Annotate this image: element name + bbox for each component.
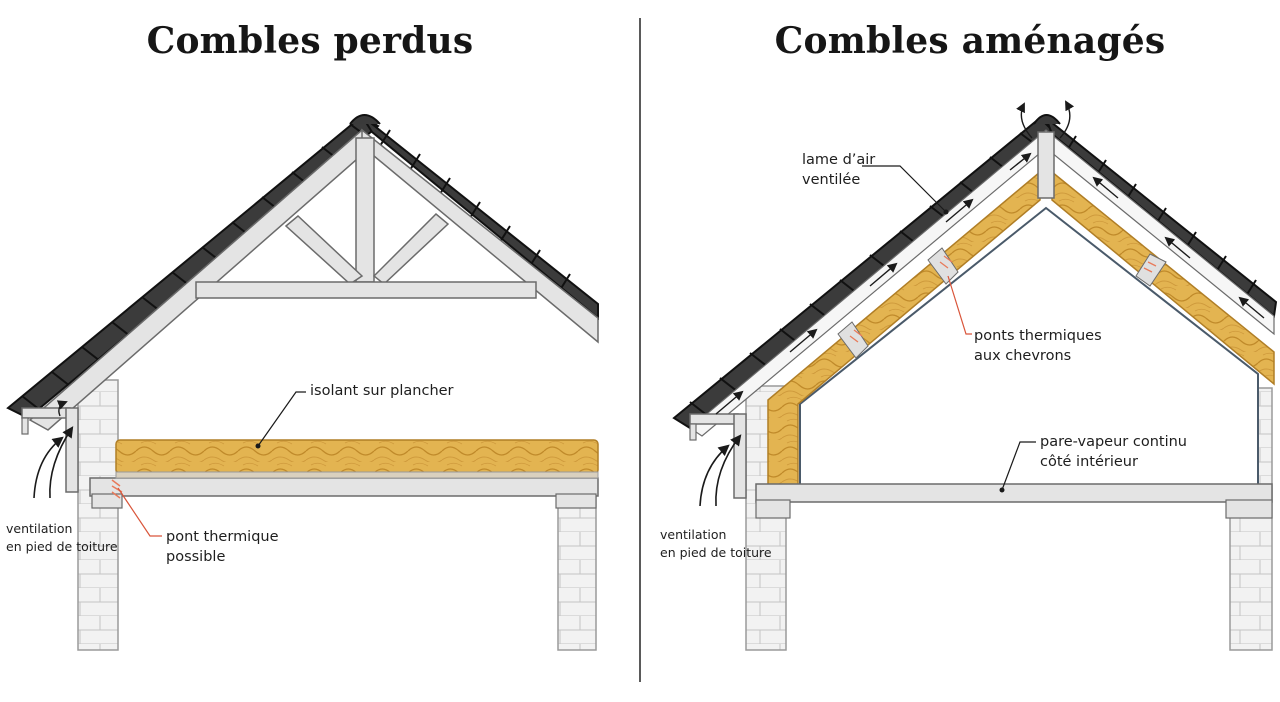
strut-left xyxy=(284,214,364,285)
label-lame-d-air-line1: lame d’air xyxy=(802,152,876,168)
left-wall xyxy=(77,379,119,651)
panel-divider xyxy=(639,18,641,682)
beam-bearing-right xyxy=(1225,499,1273,519)
label-ventilation-left: ventilation en pied de toiture xyxy=(6,520,118,556)
rafter-segment-3 xyxy=(1135,253,1167,287)
rafter-segment-2 xyxy=(927,247,959,285)
ventilation-arrow-1 xyxy=(33,436,64,499)
ridge-post xyxy=(1037,131,1055,199)
fascia-r xyxy=(689,423,697,441)
label-pont-thermique-line1: pont thermique xyxy=(166,529,279,545)
beam-bearing-left xyxy=(755,499,791,519)
label-ponts-thermiques-line1: ponts thermiques xyxy=(974,328,1102,344)
label-lame-d-air-line2: ventilée xyxy=(802,172,861,188)
tile-rows-right-r xyxy=(1065,135,1257,297)
tile-rows-right xyxy=(379,129,571,291)
leader-air-gap xyxy=(862,165,947,213)
collar-tie xyxy=(195,281,537,299)
ridge-tile-r xyxy=(1033,114,1061,125)
right-house xyxy=(672,100,1278,651)
label-ventilation-right: ventilation en pied de toiture xyxy=(660,526,772,562)
air-gap xyxy=(689,129,1275,437)
ventilation-arrow-r1 xyxy=(699,444,730,507)
leader-thermal-bridge xyxy=(117,487,162,537)
ventilation-arrow-3 xyxy=(56,400,68,417)
eave-soffit xyxy=(21,407,71,419)
king-post xyxy=(355,137,375,283)
leader-vapor-barrier xyxy=(1001,441,1036,491)
rafter-segment-1 xyxy=(837,321,869,359)
label-ponts-thermiques-line2: aux chevrons xyxy=(974,348,1072,364)
leader-insulation xyxy=(257,391,306,447)
eave-post-r xyxy=(733,413,747,499)
ceiling-joist xyxy=(89,477,599,497)
rafter-right xyxy=(361,128,599,344)
floor-insulation xyxy=(115,439,599,475)
label-pare-vapeur: pare-vapeur continu côté intérieur xyxy=(1040,432,1187,472)
left-house xyxy=(6,114,599,651)
fascia xyxy=(21,417,29,435)
eave-soffit-r xyxy=(689,413,739,425)
joist-bearing-left xyxy=(91,493,123,509)
label-ventilation-left-line1: ventilation xyxy=(6,521,73,536)
ridge-tile xyxy=(349,114,381,125)
tile-rows-left-r xyxy=(689,132,1037,417)
title-combles-amenages: Combles aménagés xyxy=(774,20,1166,62)
ventilation-arrow-2 xyxy=(49,426,74,499)
floor-board xyxy=(115,471,599,479)
label-lame-d-air: lame d’air ventilée xyxy=(802,150,875,190)
floor-beam xyxy=(755,483,1273,503)
label-pont-thermique-line2: possible xyxy=(166,549,226,565)
right-wall xyxy=(557,494,597,651)
label-ventilation-right-line2: en pied de toiture xyxy=(660,545,772,560)
eave-post xyxy=(65,407,79,493)
ventilation-arrow-r2 xyxy=(715,434,742,507)
leader-thermal-bridges xyxy=(947,275,972,335)
title-combles-perdus: Combles perdus xyxy=(146,20,474,62)
label-ventilation-left-line2: en pied de toiture xyxy=(6,539,118,554)
living-space xyxy=(799,206,1259,487)
label-ventilation-right-line1: ventilation xyxy=(660,527,727,542)
label-pare-vapeur-line1: pare-vapeur continu xyxy=(1040,434,1187,450)
roof-tiles-left-slope xyxy=(6,114,380,420)
label-pare-vapeur-line2: côté intérieur xyxy=(1040,454,1138,470)
air-flow-arrows xyxy=(715,100,1265,415)
label-pont-thermique: pont thermique possible xyxy=(166,527,279,567)
thermal-bridge-hatch-right xyxy=(849,255,1157,343)
tile-rows-left xyxy=(21,123,367,411)
label-ponts-thermiques: ponts thermiques aux chevrons xyxy=(974,326,1102,366)
joist-bearing-right xyxy=(555,493,597,509)
strut-right xyxy=(372,212,450,285)
label-isolant-sur-plancher: isolant sur plancher xyxy=(310,383,454,399)
